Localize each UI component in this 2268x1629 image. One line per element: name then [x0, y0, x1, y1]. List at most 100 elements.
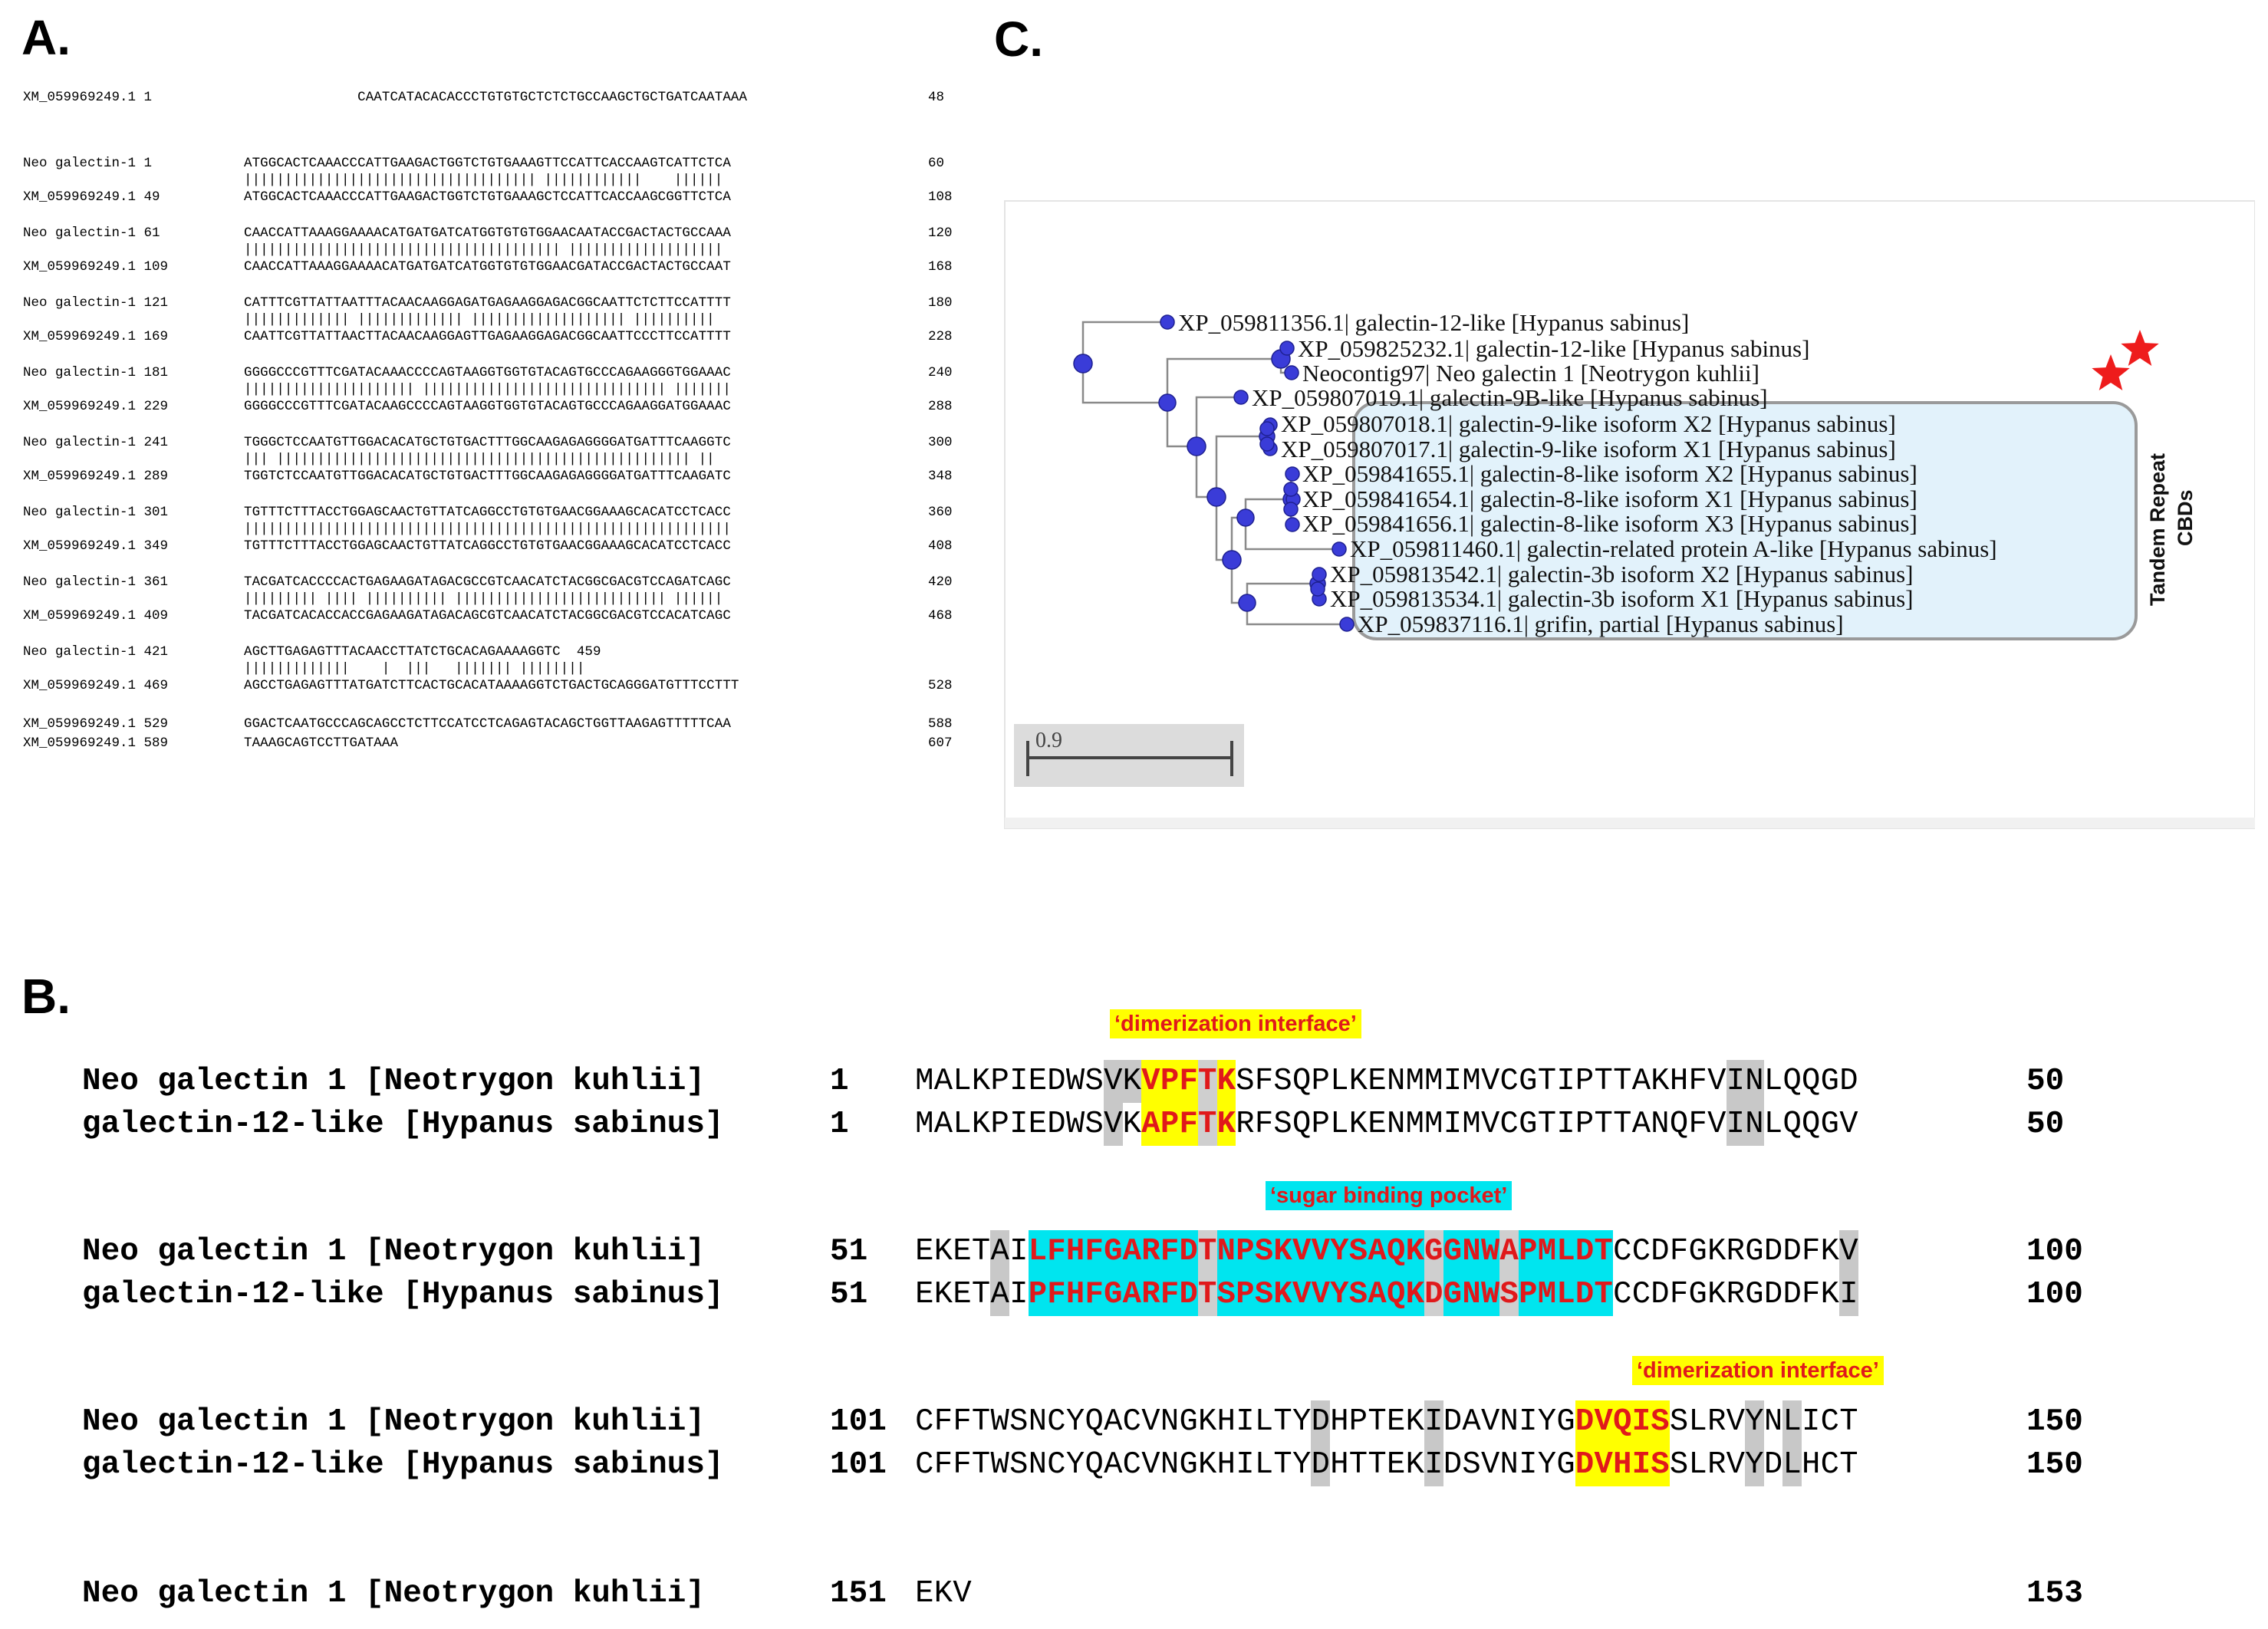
residue: T [1348, 1447, 1368, 1483]
residue: M [1462, 1064, 1481, 1099]
sequence-name: XM_059969249.1 109 [23, 259, 169, 275]
match-line: |||||||||||||||||||||||||||||||||||| |||… [23, 171, 966, 189]
tree-node [1233, 390, 1249, 405]
residue: T [1839, 1404, 1858, 1440]
sequence-name: XM_059969249.1 289 [23, 469, 169, 484]
residue: I [1519, 1447, 1538, 1483]
residue: K [1405, 1447, 1424, 1483]
residue: G [1688, 1277, 1707, 1312]
residue: L [953, 1064, 972, 1099]
tree-node [1222, 550, 1242, 570]
residue: Q [1802, 1107, 1821, 1142]
residue: T [1273, 1404, 1292, 1440]
residue: R [1707, 1447, 1727, 1483]
sequence-text: TACGATCACCCCACTGAGAAGATAGACGCCGTCAACATCT… [244, 574, 731, 590]
tree-node [1236, 508, 1255, 527]
residue: P [1160, 1060, 1180, 1103]
residue: F [1254, 1107, 1274, 1142]
residue: E [915, 1277, 934, 1312]
sequence-name: XM_059969249.1 589 [23, 736, 169, 751]
residue: F [1669, 1277, 1689, 1312]
residue: F [1085, 1273, 1104, 1316]
residue: P [1160, 1103, 1180, 1146]
residue: V [1141, 1060, 1160, 1103]
residue: C [1631, 1277, 1651, 1312]
residue: Q [1669, 1107, 1689, 1142]
residue: F [953, 1447, 972, 1483]
residue: P [1236, 1273, 1255, 1316]
residue: V [1707, 1064, 1727, 1099]
residue: L [1782, 1400, 1802, 1443]
residue: V [1839, 1107, 1858, 1142]
residue: W [1065, 1107, 1085, 1142]
tree-node [1312, 567, 1327, 582]
tree-node [1259, 421, 1275, 436]
residue: L [1688, 1404, 1707, 1440]
residue: P [1311, 1064, 1330, 1099]
residue: T [1594, 1230, 1613, 1273]
residue: N [1160, 1404, 1180, 1440]
match-line: ||||||||||||| ||||||||||||| ||||||||||||… [23, 311, 966, 329]
residue: S [1273, 1107, 1292, 1142]
scale-bar-label: 0.9 [1035, 729, 1062, 752]
sequence-name: XM_059969249.1 49 [23, 189, 160, 205]
sequence-text: ||| ||||||||||||||||||||||||||||||||||||… [244, 452, 715, 467]
residue: E [1386, 1404, 1406, 1440]
residue: K [933, 1576, 953, 1611]
residue: D [1575, 1443, 1595, 1486]
protein-name: Neo galectin 1 [Neotrygon kuhlii] [82, 1064, 705, 1099]
sequence-name: XM_059969249.1 229 [23, 399, 169, 414]
residue: W [990, 1447, 1009, 1483]
residue: Q [1782, 1107, 1802, 1142]
residue: N [1028, 1404, 1048, 1440]
phylogenetic-tree: XP_059811356.1| galectin-12-like [Hypanu… [997, 199, 2255, 844]
residue: K [1198, 1404, 1217, 1440]
residue: L [1254, 1404, 1274, 1440]
sequence-text: |||||||||||||||||||||||||||||||||||| |||… [244, 173, 723, 188]
residue: A [1122, 1230, 1142, 1273]
residue: I [1556, 1064, 1575, 1099]
sequence-name: XM_059969249.1 169 [23, 329, 169, 344]
residue: I [1519, 1404, 1538, 1440]
residue: A [933, 1107, 953, 1142]
sequence-text: GGACTCAATGCCCAGCAGCCTCTTCCATCCTCAGAGTACA… [244, 716, 731, 732]
sequence-text: TGTTTCTTTACCTGGAGCAACTGTTATCAGGCCTGTGTGA… [244, 505, 731, 520]
residue: V [1141, 1404, 1160, 1440]
residue: R [1141, 1230, 1160, 1273]
residue: V [1480, 1064, 1500, 1099]
residue: D [1575, 1230, 1595, 1273]
sequence-text: GGGGCCCGTTTCGATACAAGCCCCAGTAAGGTGGTGTACA… [244, 399, 731, 414]
match-line: ||||||||||||| | ||| ||||||| |||||||| [23, 660, 966, 678]
residue: A [1462, 1404, 1481, 1440]
tree-node [1283, 502, 1299, 517]
sequence-text: AGCTTGAGAGTTTACAACCTTATCTGCACAGAAAAGGTC … [244, 644, 601, 660]
residue: G [1519, 1107, 1538, 1142]
residue: K [1122, 1060, 1142, 1103]
residue: S [1236, 1064, 1255, 1099]
sequence-name: Neo galectin-1 61 [23, 225, 160, 241]
residue: G [1556, 1447, 1575, 1483]
residue: L [1763, 1064, 1783, 1099]
residue: F [1688, 1064, 1707, 1099]
residue: T [1594, 1273, 1613, 1316]
residue: C [1047, 1447, 1066, 1483]
residue: G [1443, 1230, 1463, 1273]
protein-name: Neo galectin 1 [Neotrygon kuhlii] [82, 1234, 705, 1269]
sequence-end-position: 60 [928, 156, 945, 171]
residue: C [1499, 1107, 1519, 1142]
residue: A [933, 1064, 953, 1099]
tree-node [1285, 466, 1300, 482]
protein-end-position: 150 [2026, 1447, 2083, 1483]
residue: Y [1745, 1400, 1764, 1443]
panel-label-c: C. [994, 12, 1043, 67]
